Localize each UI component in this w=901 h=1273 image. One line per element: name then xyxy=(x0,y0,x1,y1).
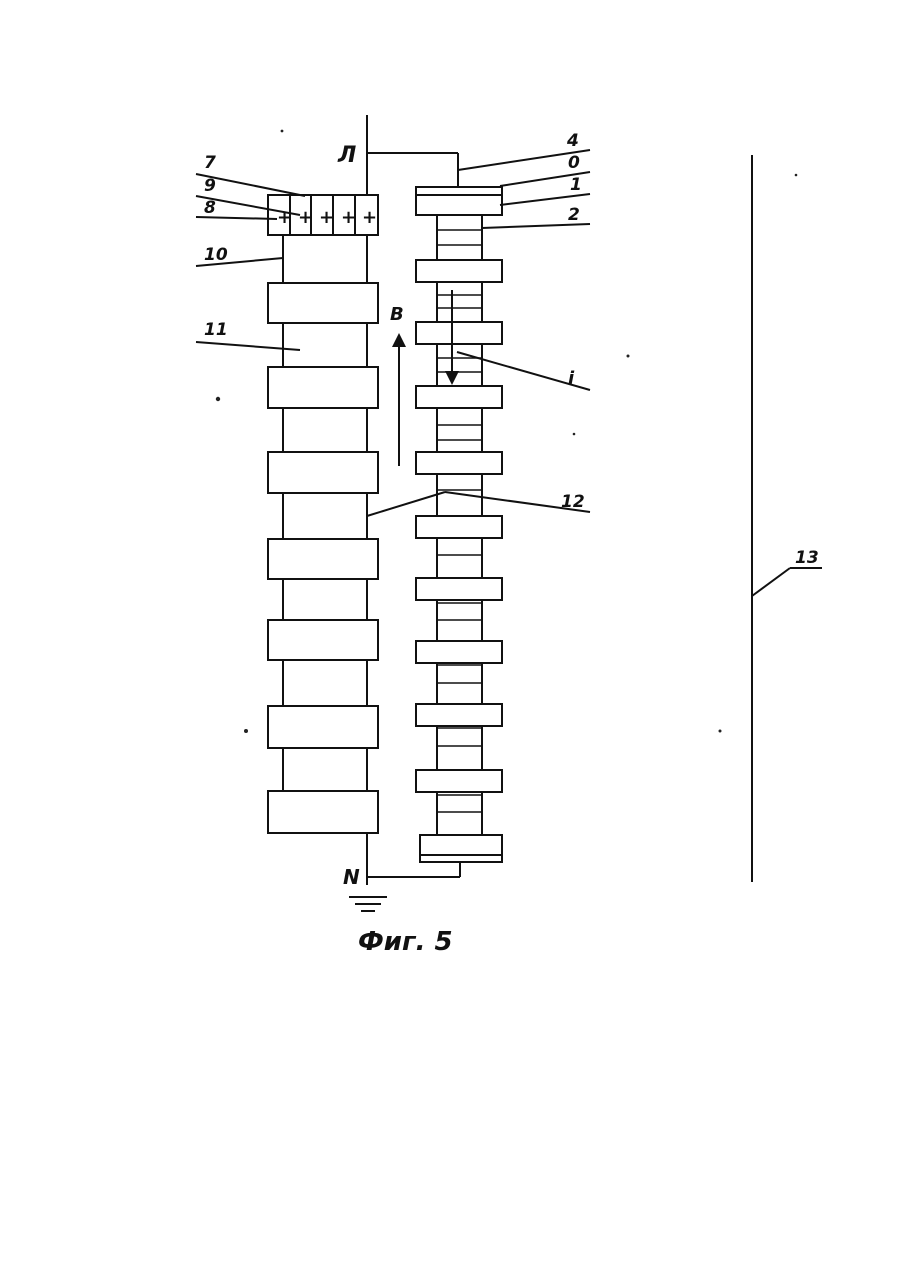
left-block xyxy=(268,539,378,579)
callout-0: 0 xyxy=(568,153,580,173)
callout-4: 4 xyxy=(566,131,579,151)
disc xyxy=(416,516,502,538)
ground-icon xyxy=(349,897,387,911)
plus-sign: + xyxy=(298,207,313,228)
left-block xyxy=(268,791,378,833)
callout-2: 2 xyxy=(568,205,580,225)
disc xyxy=(416,770,502,792)
callout-1: 1 xyxy=(570,175,582,195)
plus-sign: + xyxy=(319,207,334,228)
figure-caption: Фиг. 5 xyxy=(358,927,453,957)
disc xyxy=(416,260,502,282)
bottom-plate xyxy=(420,835,502,855)
current-label: i xyxy=(568,368,575,389)
top-plate-0 xyxy=(416,187,502,195)
disc xyxy=(416,386,502,408)
left-block xyxy=(268,452,378,493)
left-block xyxy=(268,367,378,408)
plus-sign: + xyxy=(341,207,356,228)
disc xyxy=(416,322,502,344)
callout-7: 7 xyxy=(204,153,216,173)
disc xyxy=(416,704,502,726)
disc xyxy=(416,578,502,600)
left-block xyxy=(268,283,378,323)
callout-12: 12 xyxy=(561,492,585,512)
plus-sign: + xyxy=(277,207,292,228)
callout-10: 10 xyxy=(204,245,228,265)
terminal-bottom-label: N xyxy=(343,865,360,889)
callout-8: 8 xyxy=(204,198,216,218)
left-block xyxy=(268,706,378,748)
callout-11: 11 xyxy=(204,320,228,340)
top-plate-1 xyxy=(416,195,502,215)
terminal-top-label: Л xyxy=(337,143,356,168)
right-column xyxy=(416,187,502,862)
left-column: + + + + + xyxy=(268,115,378,885)
callout-9: 9 xyxy=(204,176,216,196)
disc xyxy=(416,452,502,474)
plus-sign: + xyxy=(362,207,377,228)
field-label: B xyxy=(390,304,404,325)
disc xyxy=(416,641,502,663)
field-arrow: B xyxy=(390,304,404,466)
bottom-plate-base xyxy=(420,855,502,862)
left-block xyxy=(268,620,378,660)
callout-13: 13 xyxy=(795,548,819,568)
